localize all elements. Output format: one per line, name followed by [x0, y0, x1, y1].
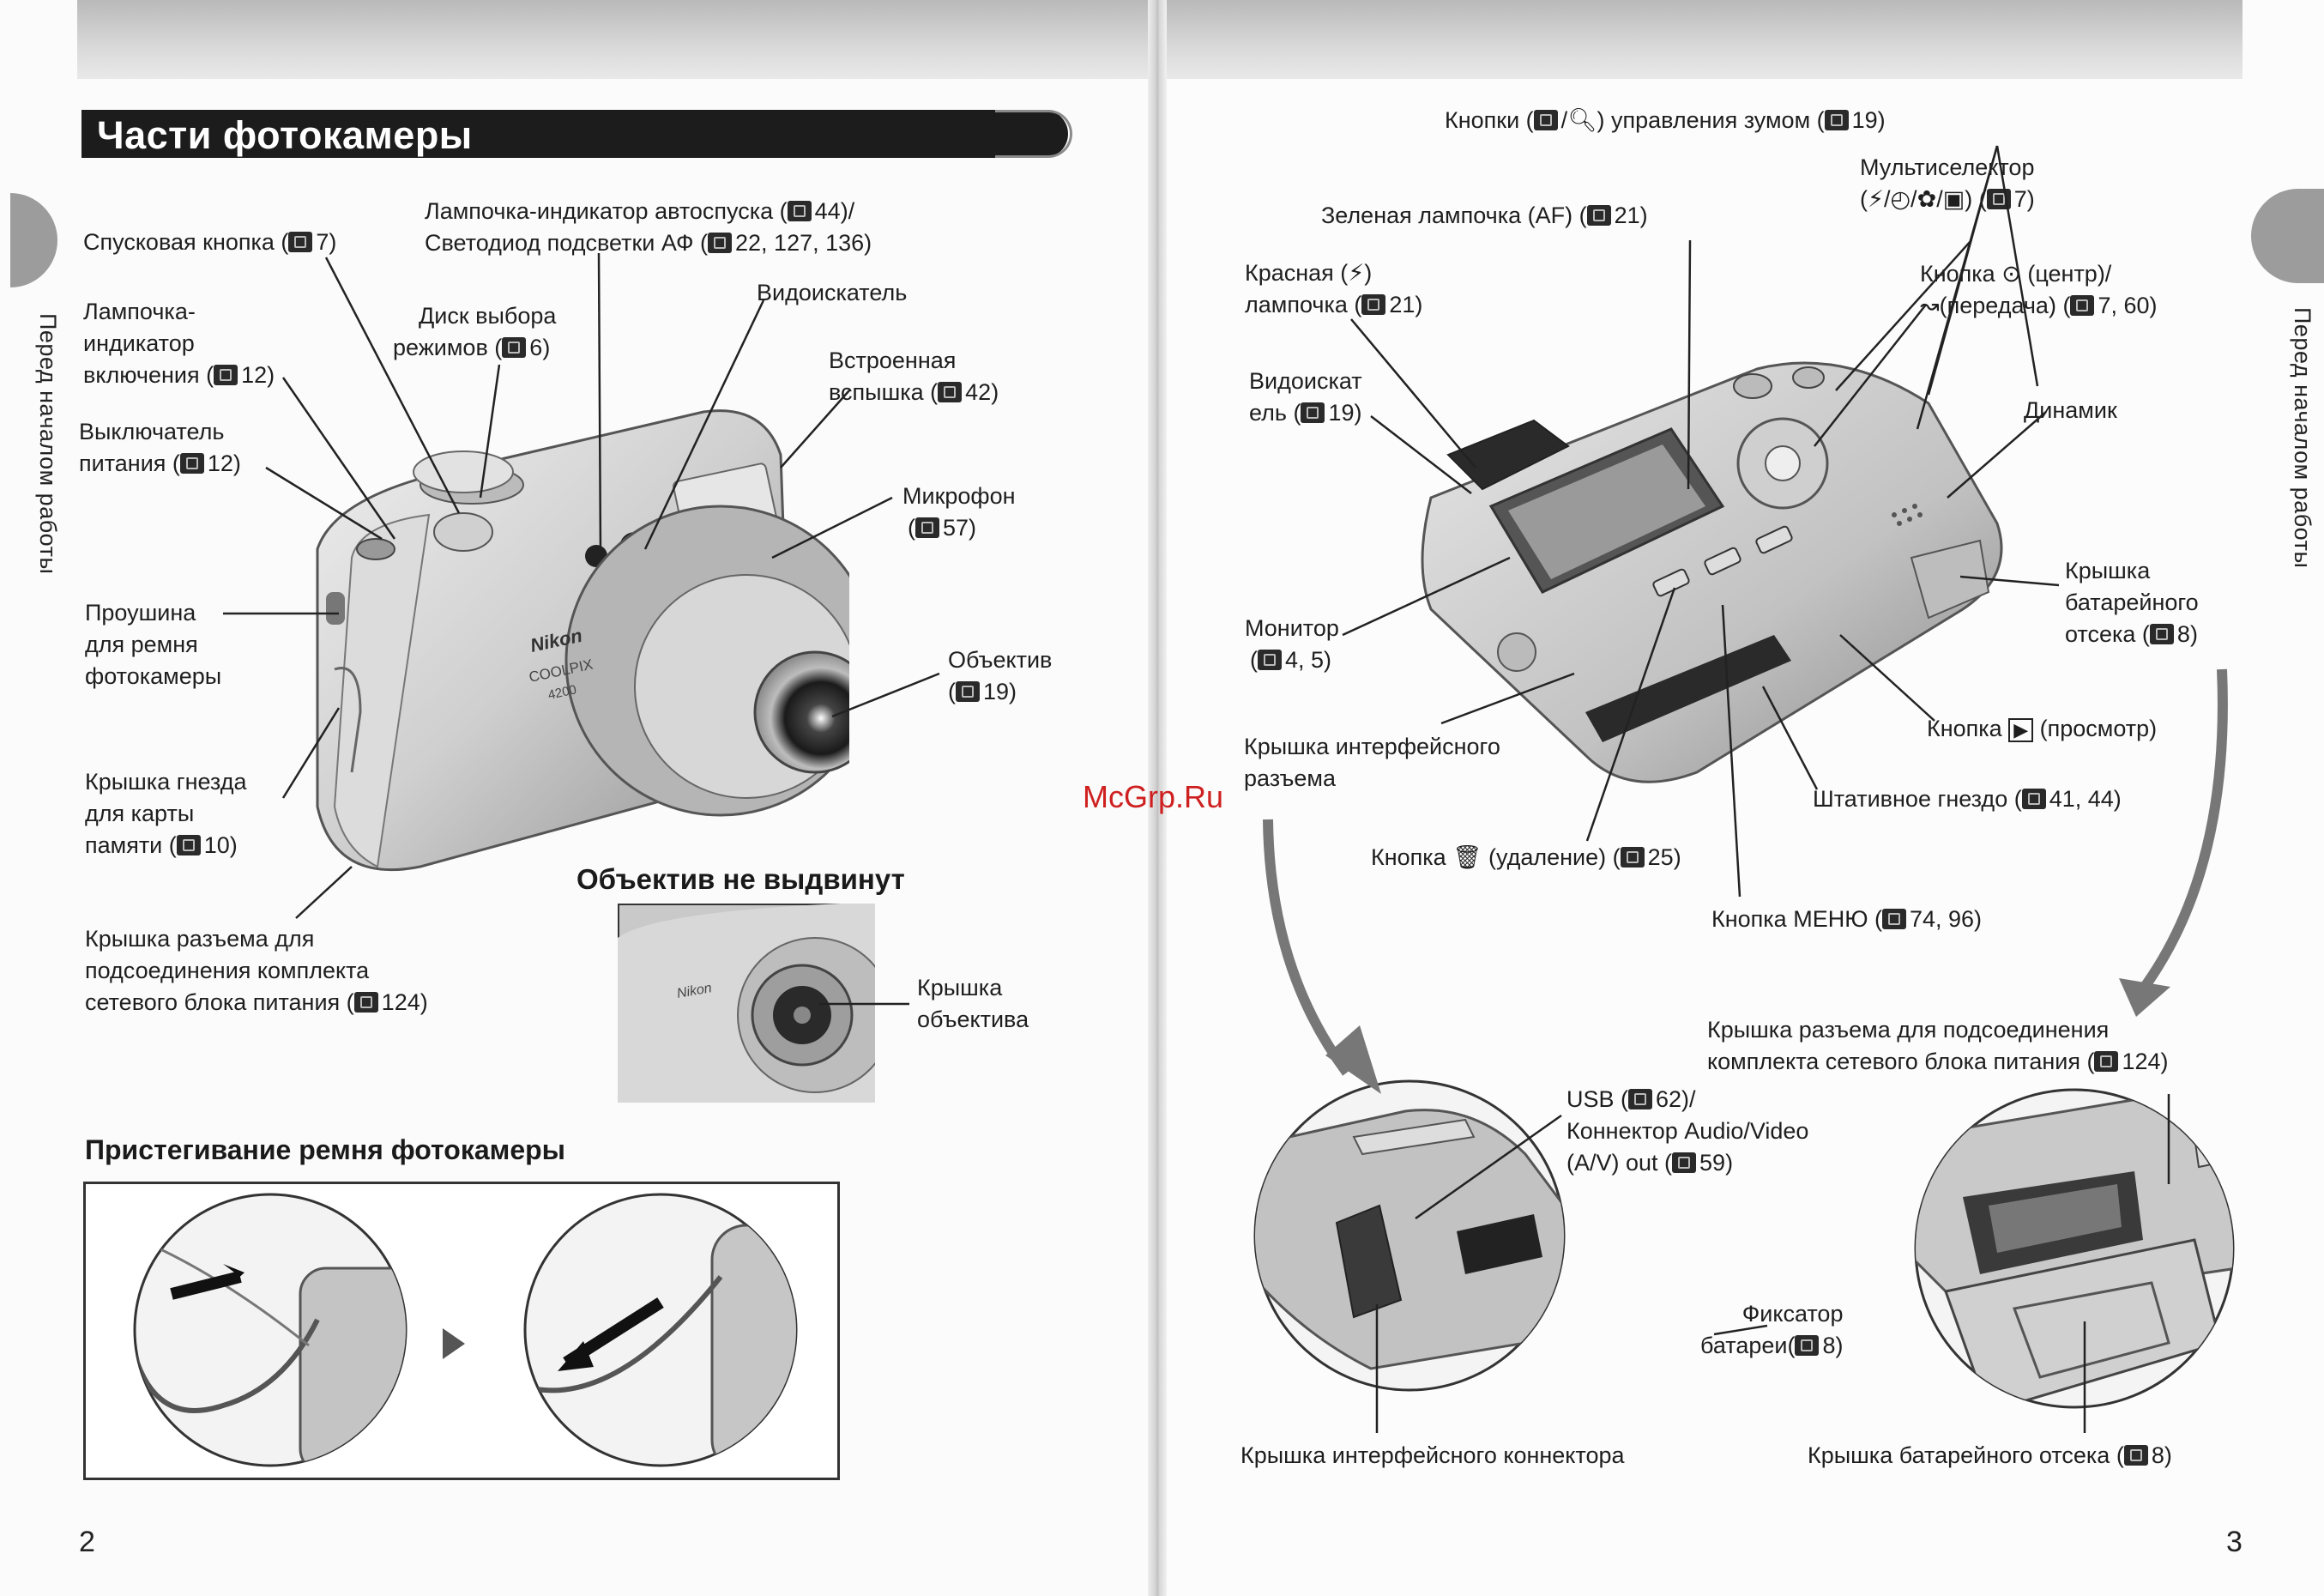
page-number: 2	[79, 1526, 95, 1558]
label-red-lamp: Красная (⚡︎) лампочка (21)	[1245, 260, 1423, 317]
model-number: 4200	[546, 682, 577, 703]
page-ref-icon	[915, 517, 939, 538]
title-decoration	[995, 110, 1072, 158]
label-playback-button: Кнопка ▶ (просмотр)	[1927, 716, 2158, 742]
label-interface-connector-cover: Крышка интерфейсного коннектора	[1240, 1442, 1625, 1468]
page-ref-icon	[1258, 650, 1282, 670]
tele-zoom-icon: 🔍︎	[1567, 107, 1597, 133]
label-battery-latch: Фиксатор батареи(8)	[1700, 1301, 1844, 1358]
strap-heading: Пристегивание ремня фотокамеры	[85, 1134, 565, 1165]
label-power-switch: Выключатель питания (12)	[79, 419, 241, 476]
flash-icon: ⚡︎	[1348, 260, 1365, 286]
camera-front-photo: Nikon COOLPIX 4200	[316, 409, 849, 872]
page-ref-icon	[353, 992, 378, 1013]
small-brand-logo: Nikon	[676, 981, 713, 1001]
page-ref-icon	[1586, 205, 1611, 226]
wide-zoom-icon	[1533, 110, 1558, 130]
label-self-timer-lamp: Лампочка-индикатор автоспуска (44)/ Свет…	[425, 198, 872, 256]
interface-connector-photo	[1253, 1079, 1566, 1392]
label-ac-adapter-cover: Крышка разъема для подсоединения комплек…	[85, 926, 428, 1015]
page-number: 3	[2226, 1526, 2243, 1558]
camera-back-photo	[1421, 361, 2003, 783]
section-title: Части фотокамеры	[81, 110, 1068, 158]
play-icon: ▶	[2008, 718, 2034, 742]
page-ref-icon	[179, 453, 204, 474]
page-ref-icon	[2123, 1445, 2148, 1466]
top-band	[1156, 0, 2243, 79]
label-built-in-flash: Встроенная вспышка (42)	[829, 348, 999, 405]
label-delete-button: Кнопка 🗑︎ (удаление) (25)	[1371, 844, 1681, 870]
label-battery-cover: Крышка батарейного отсека (8)	[2065, 558, 2199, 647]
page-ref-icon	[502, 337, 527, 358]
label-speaker: Динамик	[2024, 397, 2117, 423]
flash-mode-icon: ⚡︎	[1868, 186, 1884, 212]
page-ref-icon	[1824, 110, 1849, 130]
page-ref-icon	[2070, 295, 2095, 316]
label-multi-selector: Мультиселектор (⚡︎/◴/✿/▣) (7)	[1860, 154, 2035, 212]
step-arrow-icon	[443, 1328, 465, 1359]
exposure-icon: ▣	[1942, 186, 1965, 212]
label-tripod-socket: Штативное гнездо (41, 44)	[1813, 786, 2122, 812]
page-ref-icon	[2094, 1051, 2119, 1072]
page-ref-icon	[2021, 789, 2046, 809]
label-green-lamp: Зеленая лампочка (AF) (21)	[1321, 203, 1648, 228]
battery-compartment-photo	[1914, 1088, 2235, 1409]
label-microphone: Микрофон (57)	[902, 483, 1016, 541]
lens-not-extended-heading: Объектив не выдвинут	[576, 863, 905, 895]
transfer-icon: ↝	[1920, 293, 1940, 318]
label-lens: Объектив (19)	[948, 647, 1053, 704]
label-battery-chamber-cover: Крышка батарейного отсека (8)	[1808, 1442, 2172, 1468]
label-strap-eyelet: Проушина для ремня фотокамеры	[85, 600, 222, 689]
label-center-button: Кнопка ⊙ (центр)/ ↝(передача) (7, 60)	[1920, 261, 2158, 318]
page-ref-icon	[1620, 847, 1645, 868]
page-ref-icon	[1986, 189, 2011, 209]
page-ref-icon	[2149, 624, 2174, 644]
watermark: McGrp.Ru	[1083, 779, 1224, 814]
ok-center-icon: ⊙	[2001, 261, 2021, 287]
page-title: Части фотокамеры	[97, 113, 473, 157]
macro-icon: ✿	[1917, 186, 1937, 212]
page-ref-icon	[1881, 909, 1906, 929]
side-tab-text: Перед началом работы	[35, 313, 61, 575]
page-ref-icon	[1301, 402, 1325, 423]
label-power-lamp: Лампочка- индикатор включения (12)	[83, 299, 275, 388]
label-usb-av: USB (62)/ Коннектор Audio/Video (A/V) ou…	[1566, 1086, 1809, 1176]
page-ref-icon	[938, 382, 963, 402]
right-page: Перед началом работы	[1156, 0, 2324, 1596]
label-card-cover: Крышка гнезда для карты памяти (10)	[85, 769, 247, 858]
page-ref-icon	[214, 365, 238, 385]
page-ref-icon	[176, 835, 201, 855]
label-mode-dial: Диск выбора режимов (6)	[393, 303, 557, 360]
label-zoom-buttons: Кнопки (/🔍︎) управления зумом (19)	[1445, 107, 1886, 133]
label-monitor: Монитор (4, 5)	[1245, 615, 1339, 673]
book-spine	[1148, 0, 1167, 1596]
side-tab-text: Перед началом работы	[2290, 307, 2315, 569]
page-ref-icon	[956, 681, 980, 702]
top-band	[77, 0, 1156, 79]
left-page: Перед началом работы Части фотокамеры Ni…	[0, 0, 1156, 1596]
label-viewfinder: Видоискатель	[757, 280, 908, 305]
side-tab-marker	[2251, 189, 2324, 283]
page-ref-icon	[708, 233, 733, 253]
page-ref-icon	[1361, 294, 1386, 315]
label-shutter-button: Спусковая кнопка (7)	[83, 229, 337, 255]
page-ref-icon	[1628, 1089, 1653, 1109]
lens-closed-photo: Nikon	[618, 904, 875, 1103]
trash-icon: 🗑︎	[1452, 844, 1482, 870]
strap-attach-step-2	[523, 1193, 798, 1467]
page-ref-icon	[1672, 1152, 1697, 1173]
strap-attach-step-1	[133, 1193, 407, 1467]
label-menu-button: Кнопка МЕНЮ (74, 96)	[1711, 906, 1983, 932]
label-viewfinder: Видоискат ель (19)	[1249, 368, 1362, 426]
label-ac-adapter-cover: Крышка разъема для подсоединения комплек…	[1707, 1017, 2169, 1074]
self-timer-icon: ◴	[1890, 186, 1911, 212]
label-lens-cap: Крышка объектива	[917, 975, 1029, 1032]
page-ref-icon	[288, 232, 313, 252]
page-ref-icon	[787, 201, 812, 221]
label-interface-cover: Крышка интерфейсного разъема	[1244, 734, 1500, 791]
page-ref-icon	[1795, 1335, 1820, 1356]
side-tab-marker	[10, 193, 57, 287]
